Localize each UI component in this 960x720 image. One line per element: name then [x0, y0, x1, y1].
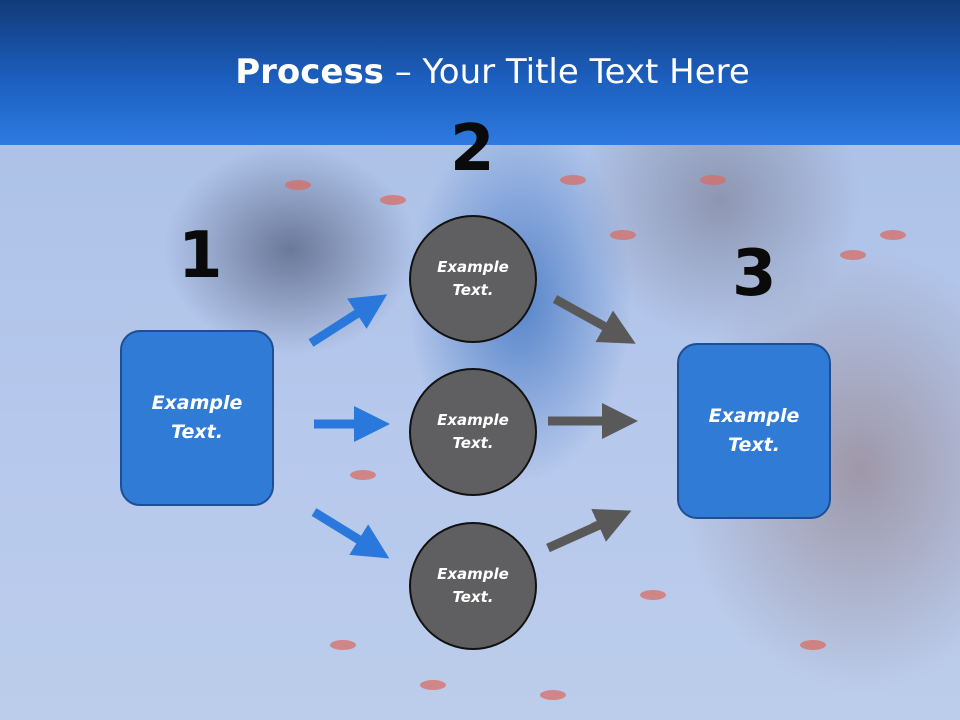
title-banner — [0, 0, 960, 145]
fish-decoration — [380, 195, 406, 205]
fish-decoration — [540, 690, 566, 700]
step-2-circle-middle: Example Text. — [409, 368, 537, 496]
title-rest: – Your Title Text Here — [383, 52, 750, 92]
fish-decoration — [700, 175, 726, 185]
arrow-down-right-blue — [311, 508, 390, 559]
step-1-box: Example Text. — [120, 330, 274, 506]
fish-decoration — [880, 230, 906, 240]
step-1-text: Example Text. — [151, 392, 243, 443]
fish-decoration — [640, 590, 666, 600]
fish-decoration — [610, 230, 636, 240]
step-2-circle-bottom: Example Text. — [409, 522, 537, 650]
arrow-up-right-blue — [308, 294, 388, 347]
fish-decoration — [330, 640, 356, 650]
fish-decoration — [800, 640, 826, 650]
step-number-2: 2 — [450, 112, 495, 186]
step-2-circle-top: Example Text. — [409, 215, 537, 343]
title-bold: Process — [235, 52, 384, 92]
fish-decoration — [560, 175, 586, 185]
arrow-down-right-gray — [552, 295, 636, 344]
circle-middle-text: Example Text. — [437, 411, 509, 452]
step-number-1: 1 — [178, 219, 223, 293]
fish-decoration — [285, 180, 311, 190]
arrow-up-right-gray — [546, 508, 632, 553]
step-3-text: Example Text. — [708, 405, 800, 456]
circle-bottom-text: Example Text. — [437, 565, 509, 606]
fish-decoration — [840, 250, 866, 260]
step-number-3: 3 — [732, 237, 777, 311]
page-title: Process – Your Title Text Here — [0, 52, 960, 92]
fish-decoration — [420, 680, 446, 690]
step-3-box: Example Text. — [677, 343, 831, 519]
circle-top-text: Example Text. — [437, 258, 509, 299]
fish-decoration — [350, 470, 376, 480]
